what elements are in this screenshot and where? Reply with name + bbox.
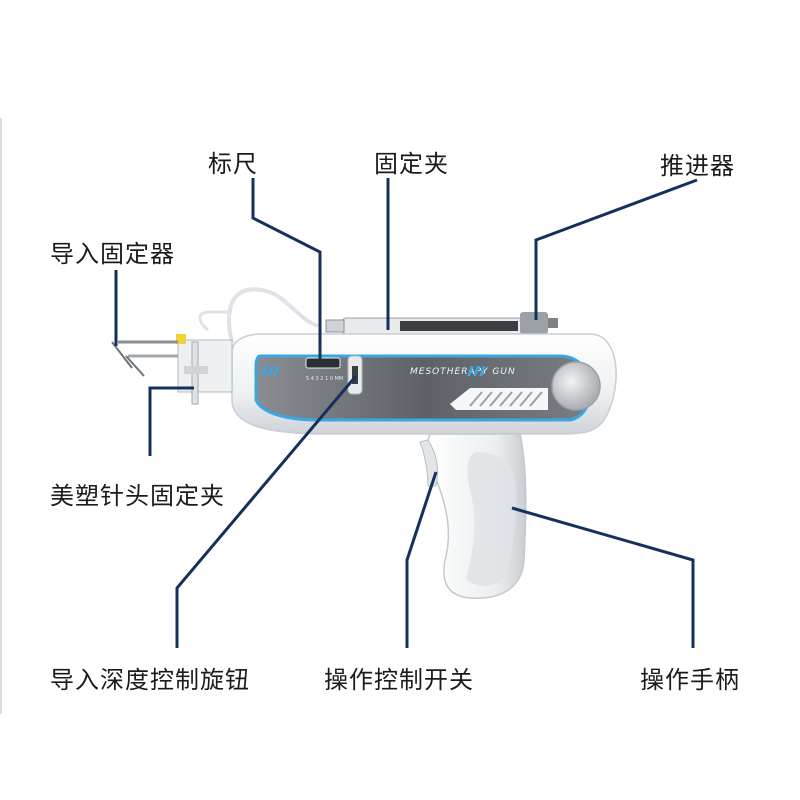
brand-text: MESOTHERAPY GUN — [410, 367, 516, 377]
label-depth-knob: 导入深度控制旋钮 — [50, 660, 250, 695]
label-pusher: 推进器 — [660, 146, 735, 181]
leader-ruler — [253, 178, 320, 360]
pusher-part — [520, 312, 548, 334]
leader-handle — [512, 508, 693, 648]
ruler-scale-text: 5 4 3 2 1 0 MM — [306, 376, 343, 382]
syringe-group — [326, 312, 558, 334]
rear-knob — [552, 362, 600, 410]
label-control-switch: 操作控制开关 — [324, 660, 474, 695]
needle — [112, 342, 144, 376]
label-import-holder: 导入固定器 — [50, 234, 175, 269]
label-ruler: 标尺 — [208, 144, 258, 179]
leader-needle-clip — [150, 388, 194, 456]
label-needle-clip: 美塑针头固定夹 — [50, 476, 225, 511]
leader-control-switch — [407, 472, 436, 648]
label-handle: 操作手柄 — [640, 660, 740, 695]
leader-pusher — [536, 180, 697, 320]
ruler-window — [306, 358, 340, 368]
label-fixing-clip: 固定夹 — [374, 144, 449, 179]
